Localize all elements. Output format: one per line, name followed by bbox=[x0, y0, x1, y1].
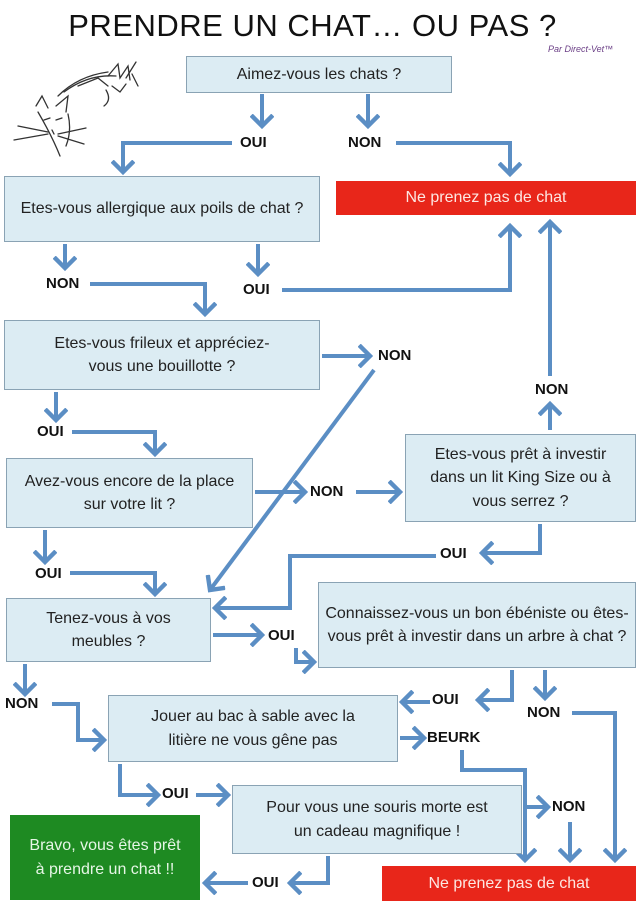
label-q8-yes: OUI bbox=[162, 785, 189, 802]
label-q3-no: NON bbox=[378, 347, 412, 364]
arrow bbox=[478, 670, 514, 700]
question-cabinetmaker: Connaissez-vous un bon ébéniste ou êtes-… bbox=[318, 582, 636, 668]
arrow bbox=[294, 648, 314, 662]
credit: Par Direct-Vet™ bbox=[548, 44, 614, 54]
label-q4-yes: OUI bbox=[35, 565, 62, 582]
label-q1-no: NON bbox=[348, 134, 382, 151]
arrow bbox=[290, 856, 330, 883]
question-dead-mouse: Pour vous une souris morte est un cadeau… bbox=[232, 785, 522, 854]
question-furniture: Tenez-vous à vos meubles ? bbox=[6, 598, 211, 662]
label-q6-no: NON bbox=[5, 695, 39, 712]
label-q7-yes: OUI bbox=[432, 691, 459, 708]
question-allergic: Etes-vous allergique aux poils de chat ? bbox=[4, 176, 320, 242]
label-q9-yes: OUI bbox=[252, 874, 279, 891]
label-q6-yes: OUI bbox=[268, 627, 295, 644]
question-bed-space: Avez-vous encore de la place sur votre l… bbox=[6, 458, 253, 528]
arrow bbox=[282, 226, 510, 292]
result-no-cat-top: Ne prenez pas de chat bbox=[336, 181, 636, 215]
label-q1-yes: OUI bbox=[240, 134, 267, 151]
arrow bbox=[572, 711, 615, 860]
arrow bbox=[210, 368, 376, 590]
result-no-cat-bottom: Ne prenez pas de chat bbox=[382, 866, 636, 901]
label-q9-no: NON bbox=[552, 798, 586, 815]
cat-sketch-icon bbox=[13, 61, 139, 157]
arrow bbox=[460, 750, 525, 860]
question-chilly: Etes-vous frileux et appréciez-vous une … bbox=[4, 320, 320, 390]
question-king-size: Etes-vous prêt à investir dans un lit Ki… bbox=[405, 434, 636, 522]
arrow bbox=[118, 764, 158, 795]
question-litter: Jouer au bac à sable avec la litière ne … bbox=[108, 695, 398, 762]
page-title: PRENDRE UN CHAT… OU PAS ? bbox=[68, 8, 557, 43]
label-q4-no: NON bbox=[310, 483, 344, 500]
arrow bbox=[90, 282, 205, 314]
label-q3-yes: OUI bbox=[37, 423, 64, 440]
result-success: Bravo, vous êtes prêt à prendre un chat … bbox=[10, 815, 200, 900]
label-q7-no: NON bbox=[527, 704, 561, 721]
arrow bbox=[215, 554, 436, 608]
label-q5-no: NON bbox=[535, 381, 569, 398]
arrow bbox=[72, 430, 155, 454]
label-q8-beurk: BEURK bbox=[427, 729, 481, 746]
arrow bbox=[482, 524, 542, 553]
label-q2-yes: OUI bbox=[243, 281, 270, 298]
arrow bbox=[52, 702, 104, 740]
arrow bbox=[123, 141, 232, 172]
arrow bbox=[396, 141, 510, 174]
question-likes-cats: Aimez-vous les chats ? bbox=[186, 56, 452, 93]
label-q2-no: NON bbox=[46, 275, 80, 292]
arrow bbox=[70, 571, 155, 594]
label-q5-yes: OUI bbox=[440, 545, 467, 562]
